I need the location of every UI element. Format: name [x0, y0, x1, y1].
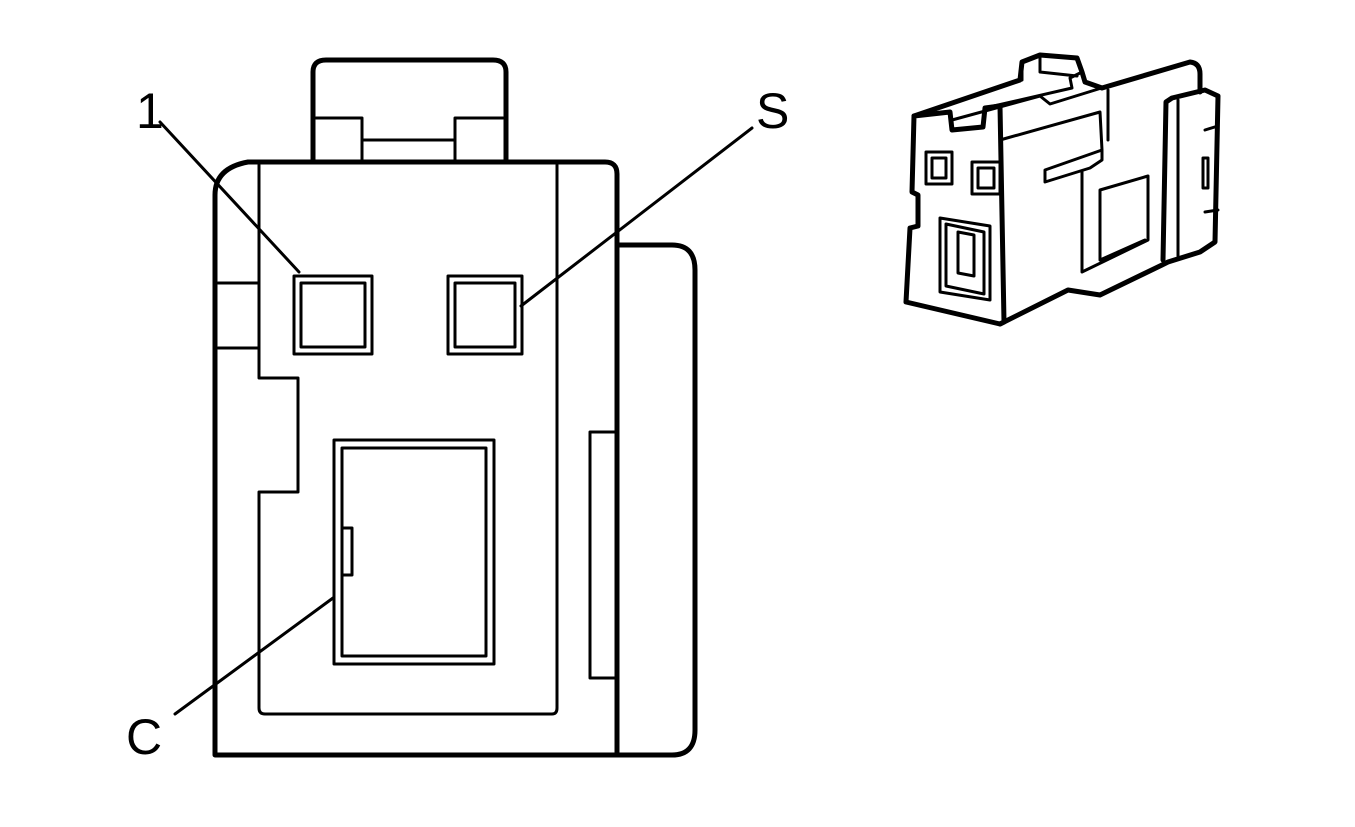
iso-side-face	[997, 87, 1221, 327]
connector-body-outline	[212, 159, 620, 758]
terminal-cavity-s	[446, 274, 524, 356]
iso-top-surface	[911, 52, 1203, 119]
left-side-notch	[216, 281, 261, 350]
iso-cavity-1	[924, 150, 954, 186]
connector-front-view: 1 S C	[126, 57, 789, 765]
terminal-cavity-1	[292, 274, 374, 356]
leader-line-s	[519, 126, 754, 308]
latch-tab	[310, 57, 509, 165]
terminal-cavity-c	[332, 438, 496, 666]
iso-cavity-c	[938, 216, 992, 302]
side-latch-panel	[614, 242, 698, 758]
callout-label-s: S	[756, 83, 789, 139]
leader-line-1	[158, 120, 301, 274]
callout-label-1: 1	[136, 83, 164, 139]
iso-top-groove	[950, 84, 1110, 122]
iso-side-latch	[1176, 98, 1220, 258]
side-latch-slot	[588, 430, 619, 680]
callout-label-c: C	[126, 709, 162, 765]
leader-line-c	[173, 596, 335, 716]
iso-side-detail	[998, 88, 1150, 274]
latch-right-block	[453, 116, 505, 164]
iso-cavity-s	[970, 160, 1002, 196]
latch-left-block	[314, 116, 364, 164]
connector-isometric-view	[903, 52, 1221, 327]
inner-face-outline	[257, 163, 559, 716]
